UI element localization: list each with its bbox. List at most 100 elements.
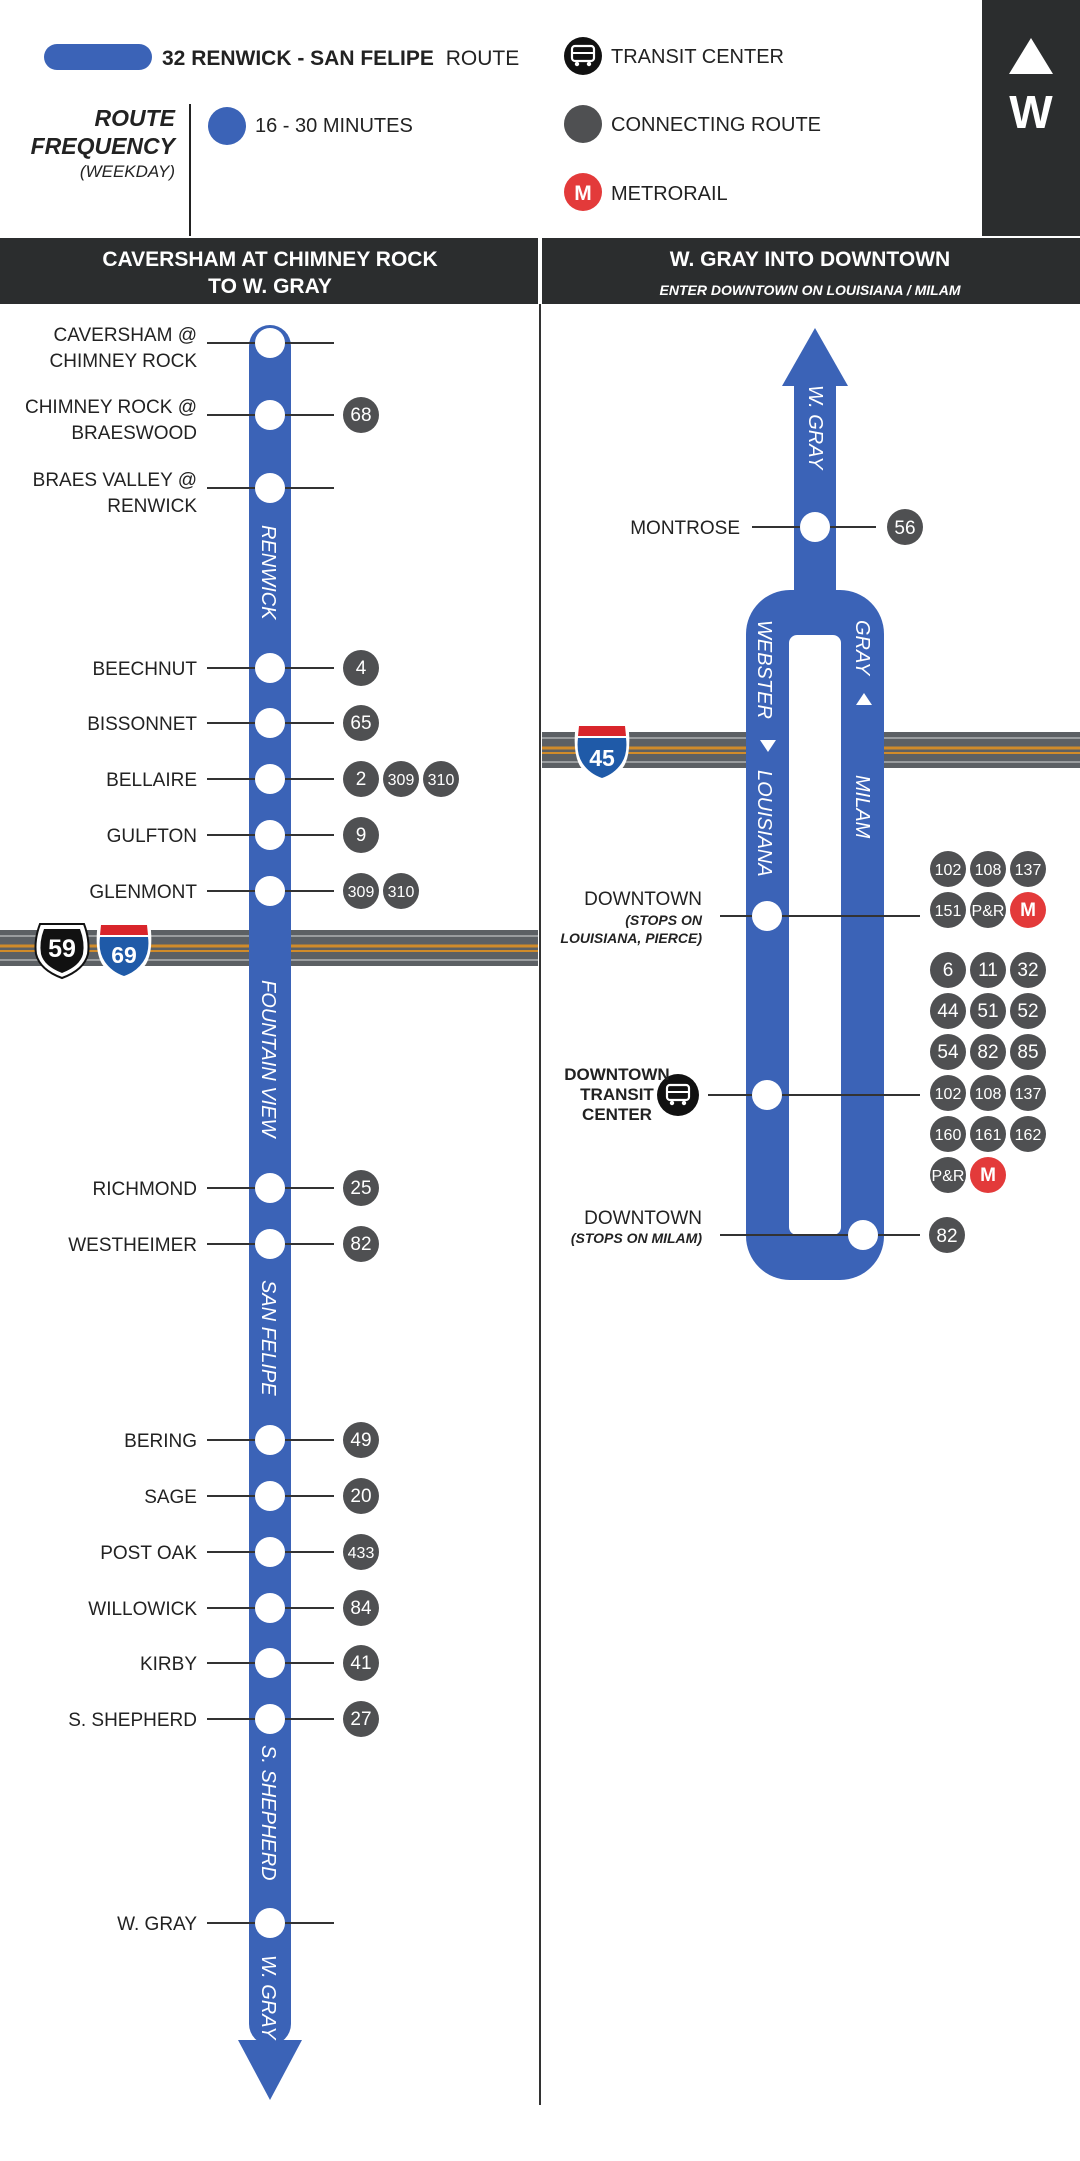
connecting-route-number: 9: [356, 825, 367, 846]
street-label-w-gray-left: W. GRAY: [257, 1955, 279, 2041]
connecting-route-badge: 11: [970, 952, 1006, 988]
route-badge-circle: [970, 1116, 1006, 1152]
stop-name: BELLAIRE: [106, 770, 197, 791]
stop-marker: [255, 1481, 285, 1511]
connecting-route-badge: 54: [930, 1034, 966, 1070]
stop-beechnut[interactable]: BEECHNUT 4: [92, 650, 379, 686]
left-header-line-2: TO W. GRAY: [208, 275, 332, 298]
route-badge-circle: [343, 1226, 379, 1262]
connecting-route-badge: 82: [970, 1034, 1006, 1070]
stop-marker: [255, 1537, 285, 1567]
street-label-w-gray-right: W. GRAY: [804, 385, 826, 471]
stop-name: GULFTON: [107, 826, 197, 847]
route-badge-circle: [343, 1645, 379, 1681]
north-arrow-icon: [1009, 38, 1053, 74]
stop-name: WILLOWICK: [88, 1599, 197, 1620]
street-label-louisiana: LOUISIANA: [753, 770, 775, 877]
interstate-69-shield: 69: [96, 922, 152, 980]
connecting-route-badge: 433: [343, 1534, 379, 1570]
left-stops: CAVERSHAM @CHIMNEY ROCK CHIMNEY ROCK @BRA…: [25, 325, 459, 1938]
route-badge-circle: [1010, 1034, 1046, 1070]
legend-metrorail: METRORAIL: [611, 183, 728, 205]
connecting-route-number: 137: [1015, 1086, 1042, 1103]
connecting-route-number: 65: [350, 713, 371, 734]
street-label-s-shepherd: S. SHEPHERD: [257, 1745, 279, 1881]
legend-transit-center: TRANSIT CENTER: [611, 46, 784, 68]
connecting-route-badge: 9: [343, 817, 379, 853]
route-start-arrow-icon: [782, 328, 848, 386]
stop-post-oak[interactable]: POST OAK 433: [100, 1534, 379, 1570]
route-badge-circle: [970, 1034, 1006, 1070]
stop-montrose[interactable]: MONTROSE 56: [630, 509, 923, 545]
stop-downtown-transit-center[interactable]: DOWNTOWN TRANSIT CENTER: [564, 1065, 920, 1124]
stop-name: BRAES VALLEY @: [33, 470, 197, 491]
metrorail-badge: M: [1010, 892, 1046, 928]
stop-montrose-name: MONTROSE: [630, 518, 740, 539]
stop-marker: [255, 473, 285, 503]
connecting-route-number: 82: [936, 1226, 957, 1247]
legend: 32 RENWICK - SAN FELIPE ROUTE ROUTE FREQ…: [31, 37, 821, 236]
connecting-route-number: 433: [348, 1545, 375, 1562]
stop-w-gray[interactable]: W. GRAY: [117, 1908, 334, 1938]
connecting-route-number: 32: [1017, 960, 1038, 981]
connecting-route-icon: [564, 105, 602, 143]
route-badge-circle: [343, 1534, 379, 1570]
connecting-route-number: 160: [935, 1127, 962, 1144]
route-badge-circle: [970, 851, 1006, 887]
route-badge-circle: [1010, 993, 1046, 1029]
stop-gulfton[interactable]: GULFTON 9: [107, 817, 379, 853]
frequency-value: 16 - 30 MINUTES: [255, 115, 413, 137]
connecting-route-badge: 32: [1010, 952, 1046, 988]
stop-name: RENWICK: [107, 496, 197, 517]
frequency-title-1: ROUTE: [95, 105, 176, 131]
stop-downtown-louisiana[interactable]: DOWNTOWN (STOPS ON LOUISIANA, PIERCE): [560, 889, 920, 946]
stop-name: GLENMONT: [89, 882, 197, 903]
interstate-45-shield: 45: [574, 723, 630, 782]
route-badge-circle: [930, 1034, 966, 1070]
stop-marker: [255, 400, 285, 430]
stop-name: POST OAK: [100, 1543, 197, 1564]
legend-connecting-route: CONNECTING ROUTE: [611, 114, 821, 136]
connecting-route-badge: 160: [930, 1116, 966, 1152]
metrorail-icon: [564, 173, 602, 211]
stop-downtown-milam-sub: (STOPS ON MILAM): [571, 1230, 703, 1246]
stop-braes-valley-renwick[interactable]: BRAES VALLEY @ RENWICK: [33, 470, 334, 517]
route-swatch: [44, 44, 152, 70]
connecting-route-badge: 310: [383, 873, 419, 909]
connecting-route-number: 49: [350, 1430, 371, 1451]
stop-downtown-louisiana-name: DOWNTOWN: [584, 889, 702, 910]
connecting-route-number: 108: [975, 1086, 1002, 1103]
connecting-route-number: P&R: [932, 1168, 965, 1185]
connecting-route-badge: 137: [1010, 851, 1046, 887]
stop-willowick[interactable]: WILLOWICK 84: [88, 1590, 379, 1626]
right-header-bg: [542, 238, 1080, 304]
right-header-line-2: ENTER DOWNTOWN ON LOUISIANA / MILAM: [660, 282, 961, 298]
stop-downtown-milam[interactable]: DOWNTOWN (STOPS ON MILAM) 82: [571, 1208, 965, 1253]
connecting-route-badge: 85: [1010, 1034, 1046, 1070]
route-badge-circle: [343, 1422, 379, 1458]
connecting-route-number: 4: [356, 658, 367, 679]
connecting-route-number: 102: [935, 1086, 962, 1103]
connecting-route-number: 310: [428, 772, 455, 789]
route-badge-circle: [1010, 1116, 1046, 1152]
stop-name: BEECHNUT: [92, 659, 197, 680]
connecting-route-badge: 20: [343, 1478, 379, 1514]
route-badge-circle: [343, 705, 379, 741]
connecting-route-badge: 27: [343, 1701, 379, 1737]
connecting-route-number: 84: [350, 1598, 372, 1619]
connecting-route-number: 27: [350, 1709, 371, 1730]
stop-caversham-chimney-rock[interactable]: CAVERSHAM @CHIMNEY ROCK: [50, 325, 334, 372]
stop-marker: [255, 1229, 285, 1259]
connecting-route-badge: 41: [343, 1645, 379, 1681]
